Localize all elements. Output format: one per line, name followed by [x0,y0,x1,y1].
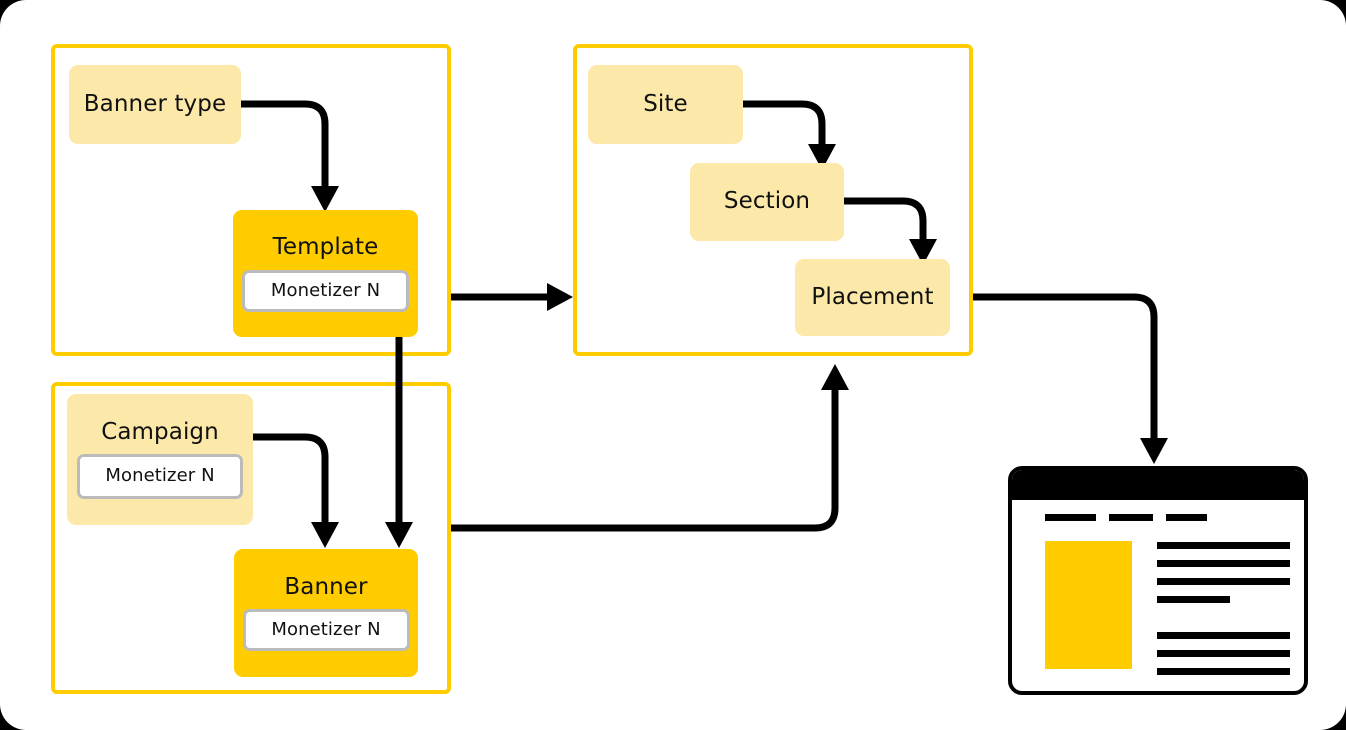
node-site-label: Site [643,90,688,117]
node-section[interactable]: Section [690,163,844,241]
text-line-7 [1157,668,1290,675]
nav-bar-1 [1045,514,1096,521]
web-page-mockup [1008,466,1308,695]
edge-placement-to-webpage [973,293,1158,438]
edge-banner-to-placement [451,390,839,532]
text-line-4 [1157,596,1230,603]
node-placement-label: Placement [811,283,934,310]
browser-body [1012,500,1304,691]
node-template-monetizer-chip: Monetizer N [242,269,409,312]
arrowhead-webpage [1140,438,1168,464]
node-banner-label: Banner [284,573,368,600]
node-template-label: Template [272,234,379,261]
arrowhead-placement-panel [821,364,849,390]
text-line-5 [1157,632,1290,639]
node-placement[interactable]: Placement [795,259,950,336]
node-section-label: Section [723,188,811,215]
node-template[interactable]: Template Monetizer N [233,210,418,337]
inventory-group-panel [573,44,973,356]
text-line-1 [1157,542,1290,549]
text-line-2 [1157,560,1290,567]
campaign-group-panel [51,382,451,694]
text-line-3 [1157,578,1290,585]
nav-bar-3 [1166,514,1207,521]
browser-text-lines [1157,542,1290,686]
node-banner-monetizer-chip: Monetizer N [242,609,410,652]
nav-bar-2 [1109,514,1153,521]
text-line-6 [1157,650,1290,657]
node-site[interactable]: Site [588,65,743,144]
creative-group-panel [51,44,451,356]
ad-slot-placeholder [1045,541,1132,669]
arrowhead-inventory-panel [547,283,573,311]
browser-titlebar [1012,470,1304,500]
node-campaign-monetizer-chip: Monetizer N [77,453,243,499]
node-banner-type[interactable]: Banner type [69,65,241,144]
node-campaign-label: Campaign [101,419,219,446]
node-banner-type-label: Banner type [83,90,227,117]
browser-nav-bars [1045,514,1207,521]
node-campaign[interactable]: Campaign Monetizer N [67,394,253,525]
node-banner[interactable]: Banner Monetizer N [234,549,418,677]
